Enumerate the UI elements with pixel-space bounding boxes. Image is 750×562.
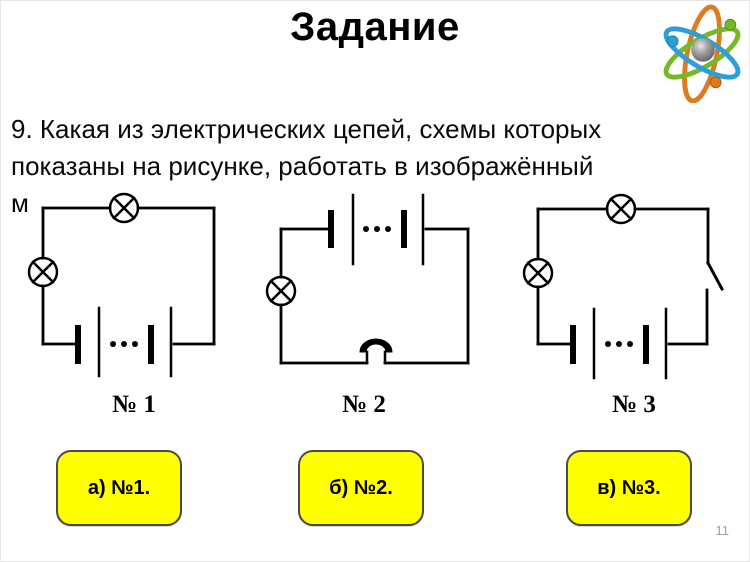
battery-icon bbox=[328, 193, 425, 266]
switch-icon bbox=[705, 260, 725, 346]
question-line-2: показаны на рисунке, работать в изображё… bbox=[11, 151, 594, 181]
answer-button-a[interactable]: а) №1. bbox=[56, 450, 182, 526]
question-line-3: м bbox=[11, 188, 29, 218]
atom-icon bbox=[663, 4, 741, 103]
atom-electron-green bbox=[724, 18, 737, 31]
circuit-1-diagram: № 1 bbox=[27, 192, 216, 418]
battery-icon bbox=[570, 307, 668, 380]
atom-electron-blue bbox=[666, 35, 679, 48]
page-title: Задание bbox=[290, 5, 460, 49]
answer-button-b-label: б) №2. bbox=[329, 476, 393, 499]
lamp-icon bbox=[605, 193, 637, 225]
lamp-icon bbox=[265, 275, 297, 307]
atom-electron-orange bbox=[709, 76, 722, 89]
lamp-icon bbox=[27, 256, 59, 288]
battery-icon bbox=[75, 306, 173, 378]
page-number: 11 bbox=[715, 523, 730, 538]
atom-orbits bbox=[663, 4, 741, 103]
circuit-2-diagram: № 2 bbox=[265, 193, 470, 418]
circuit-3-diagram: № 3 bbox=[522, 193, 725, 418]
answer-button-v[interactable]: в) №3. bbox=[566, 450, 692, 526]
circuits-figure: № 1 bbox=[27, 192, 725, 418]
answer-button-b[interactable]: б) №2. bbox=[298, 450, 424, 526]
answer-button-a-label: а) №1. bbox=[87, 476, 151, 499]
lamp-icon bbox=[522, 257, 554, 289]
circuit-1-label: № 1 bbox=[112, 391, 156, 418]
circuit-3-label: № 3 bbox=[612, 391, 656, 418]
lamp-icon bbox=[108, 192, 140, 224]
circuit-2-label: № 2 bbox=[342, 391, 386, 418]
push-button-icon bbox=[359, 338, 393, 365]
question-line-1: 9. Какая из электрических цепей, схемы к… bbox=[11, 114, 602, 144]
question-text: 9. Какая из электрических цепей, схемы к… bbox=[11, 111, 731, 222]
atom-nucleus bbox=[691, 38, 715, 62]
answer-button-v-label: в) №3. bbox=[597, 476, 661, 499]
